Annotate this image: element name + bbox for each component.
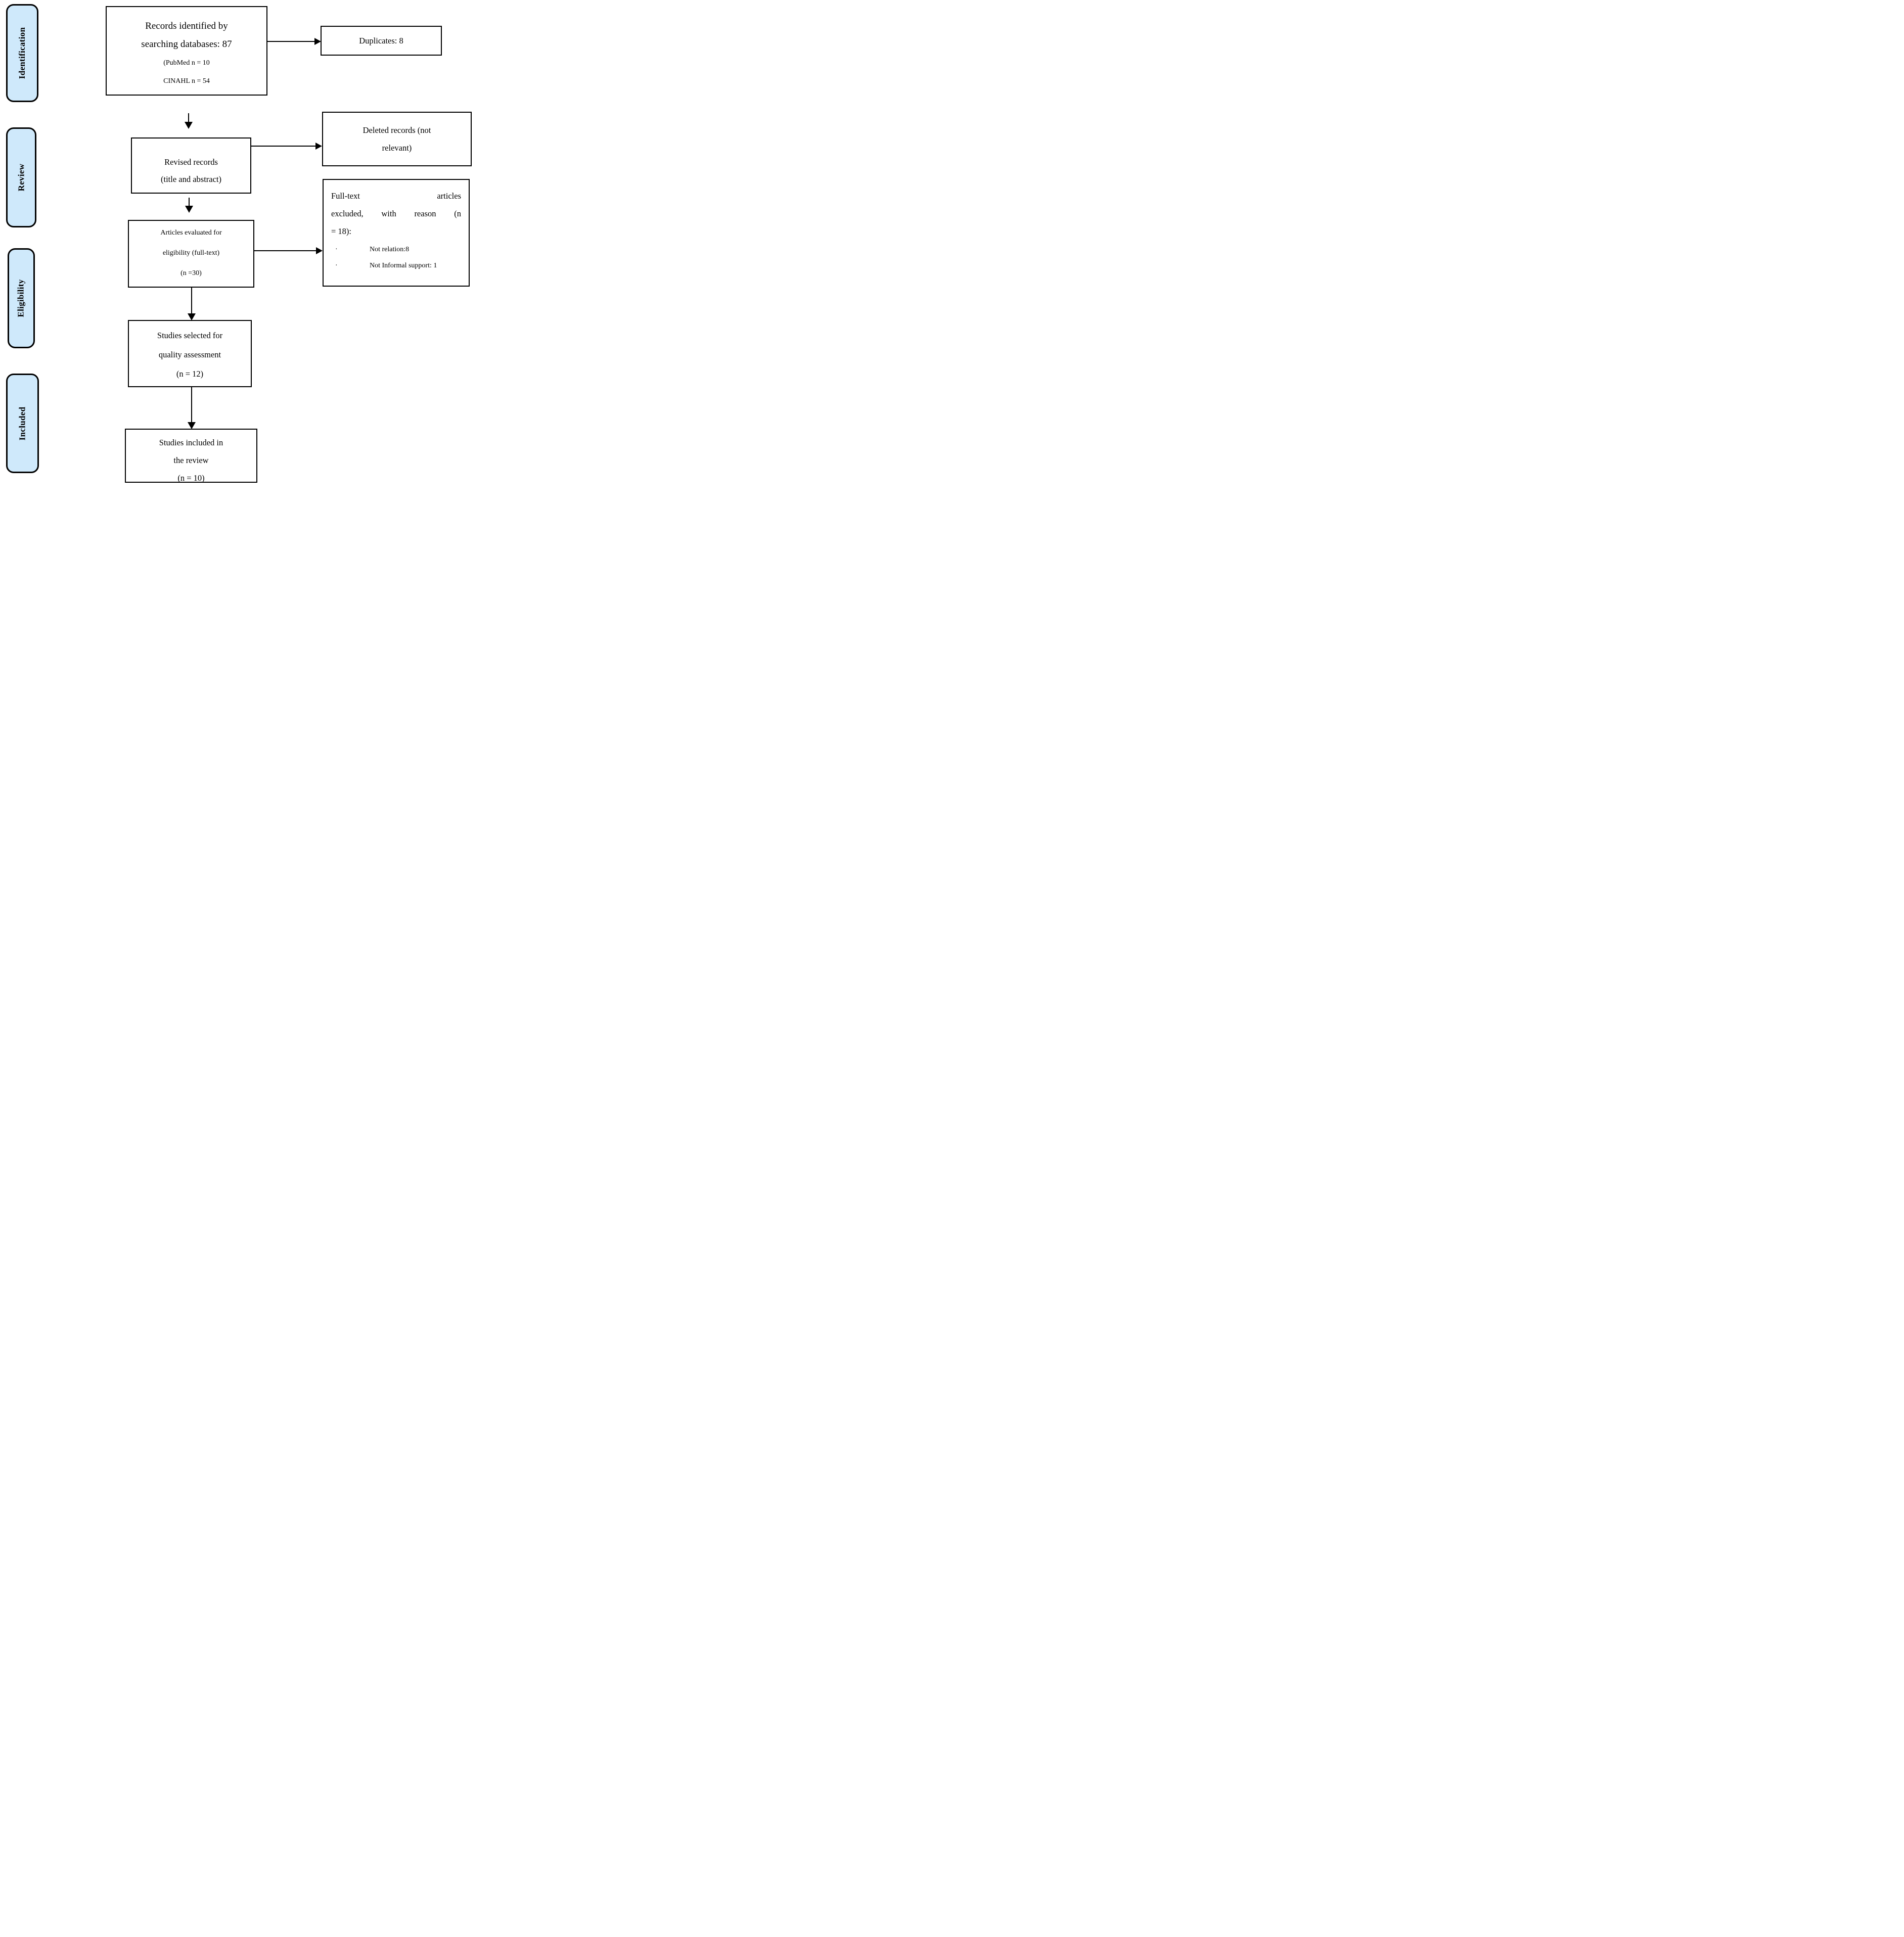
studies-selected-box: Studies selected for quality assessment … xyxy=(128,320,252,387)
fulltext-word: with xyxy=(381,209,396,218)
included-line2: the review xyxy=(173,455,209,465)
fulltext-justified-line2: excluded, with reason (n xyxy=(331,205,461,222)
fulltext-line3: = 18): xyxy=(331,226,352,236)
fulltext-excluded-box: Full-text articles excluded, with reason… xyxy=(323,179,470,287)
fulltext-justified-line1: Full-text articles xyxy=(331,187,461,205)
fulltext-word: reason xyxy=(414,209,436,218)
arrow-line xyxy=(254,250,316,251)
stage-label-eligibility-text: Eligibility xyxy=(16,279,26,317)
stage-label-identification-text: Identification xyxy=(17,27,27,79)
stage-label-review-text: Review xyxy=(16,163,26,192)
arrow-head-icon xyxy=(316,247,323,254)
stage-label-identification: Identification xyxy=(6,4,38,102)
bullet-dot-icon: · xyxy=(335,246,338,253)
selected-line2: quality assessment xyxy=(158,350,221,359)
fulltext-bullet-text-2: Not Informal support: 1 xyxy=(370,262,437,269)
arrow-head-icon xyxy=(315,143,322,150)
stage-label-included: Included xyxy=(6,374,39,473)
fulltext-word: excluded, xyxy=(331,209,364,218)
fulltext-bullet-text-1: Not relation:8 xyxy=(370,246,410,253)
records-title-line2: searching databases: 87 xyxy=(141,39,232,50)
fulltext-bullet-list: · Not relation:8 · Not Informal support:… xyxy=(331,242,461,274)
articles-line2: eligibility (full-text) xyxy=(162,249,220,257)
fulltext-bullet-item-1: · Not relation:8 xyxy=(331,242,461,258)
arrow-line xyxy=(188,113,189,122)
studies-included-box: Studies included in the review (n = 10) xyxy=(125,429,257,483)
deleted-line1: Deleted records (not xyxy=(362,125,431,135)
deleted-records-box: Deleted records (not relevant) xyxy=(322,112,472,166)
fulltext-word: (n xyxy=(454,209,461,218)
arrow-head-icon xyxy=(185,122,193,129)
fulltext-word: articles xyxy=(437,191,461,201)
stage-label-eligibility: Eligibility xyxy=(8,248,35,348)
duplicates-text: Duplicates: 8 xyxy=(359,35,403,45)
stage-label-included-text: Included xyxy=(17,406,27,440)
revised-records-box: Revised records (title and abstract) xyxy=(131,137,251,194)
arrow-line xyxy=(251,146,315,147)
arrow-head-icon xyxy=(188,313,196,320)
arrow-head-icon xyxy=(188,422,196,429)
fulltext-word: Full-text xyxy=(331,191,360,201)
prisma-flow-diagram: Identification Review Eligibility Includ… xyxy=(0,0,476,484)
arrow-head-icon xyxy=(185,206,193,213)
arrow-head-icon xyxy=(314,38,321,45)
revised-line1: Revised records xyxy=(164,157,218,167)
deleted-line2: relevant) xyxy=(382,143,412,153)
arrow-line xyxy=(189,198,190,206)
arrow-line xyxy=(267,41,314,42)
selected-line1: Studies selected for xyxy=(157,331,223,340)
included-line1: Studies included in xyxy=(159,438,223,447)
revised-line2: (title and abstract) xyxy=(160,174,222,184)
fulltext-bullet-item-2: · Not Informal support: 1 xyxy=(331,258,461,274)
stage-label-review: Review xyxy=(6,127,36,227)
selected-line3: (n = 12) xyxy=(176,369,204,379)
included-line3: (n = 10) xyxy=(177,473,205,483)
bullet-dot-icon: · xyxy=(335,262,338,269)
records-sub-cinahl: CINAHL n = 54 xyxy=(163,77,210,85)
records-identified-box: Records identified by searching database… xyxy=(106,6,267,96)
articles-evaluated-box: Articles evaluated for eligibility (full… xyxy=(128,220,254,288)
arrow-line xyxy=(191,387,192,423)
articles-line1: Articles evaluated for xyxy=(160,229,222,237)
duplicates-box: Duplicates: 8 xyxy=(321,26,442,56)
articles-line3: (n =30) xyxy=(180,269,202,277)
records-sub-pubmed: (PubMed n = 10 xyxy=(163,59,210,67)
records-title-line1: Records identified by xyxy=(145,21,228,31)
arrow-line xyxy=(191,288,192,314)
